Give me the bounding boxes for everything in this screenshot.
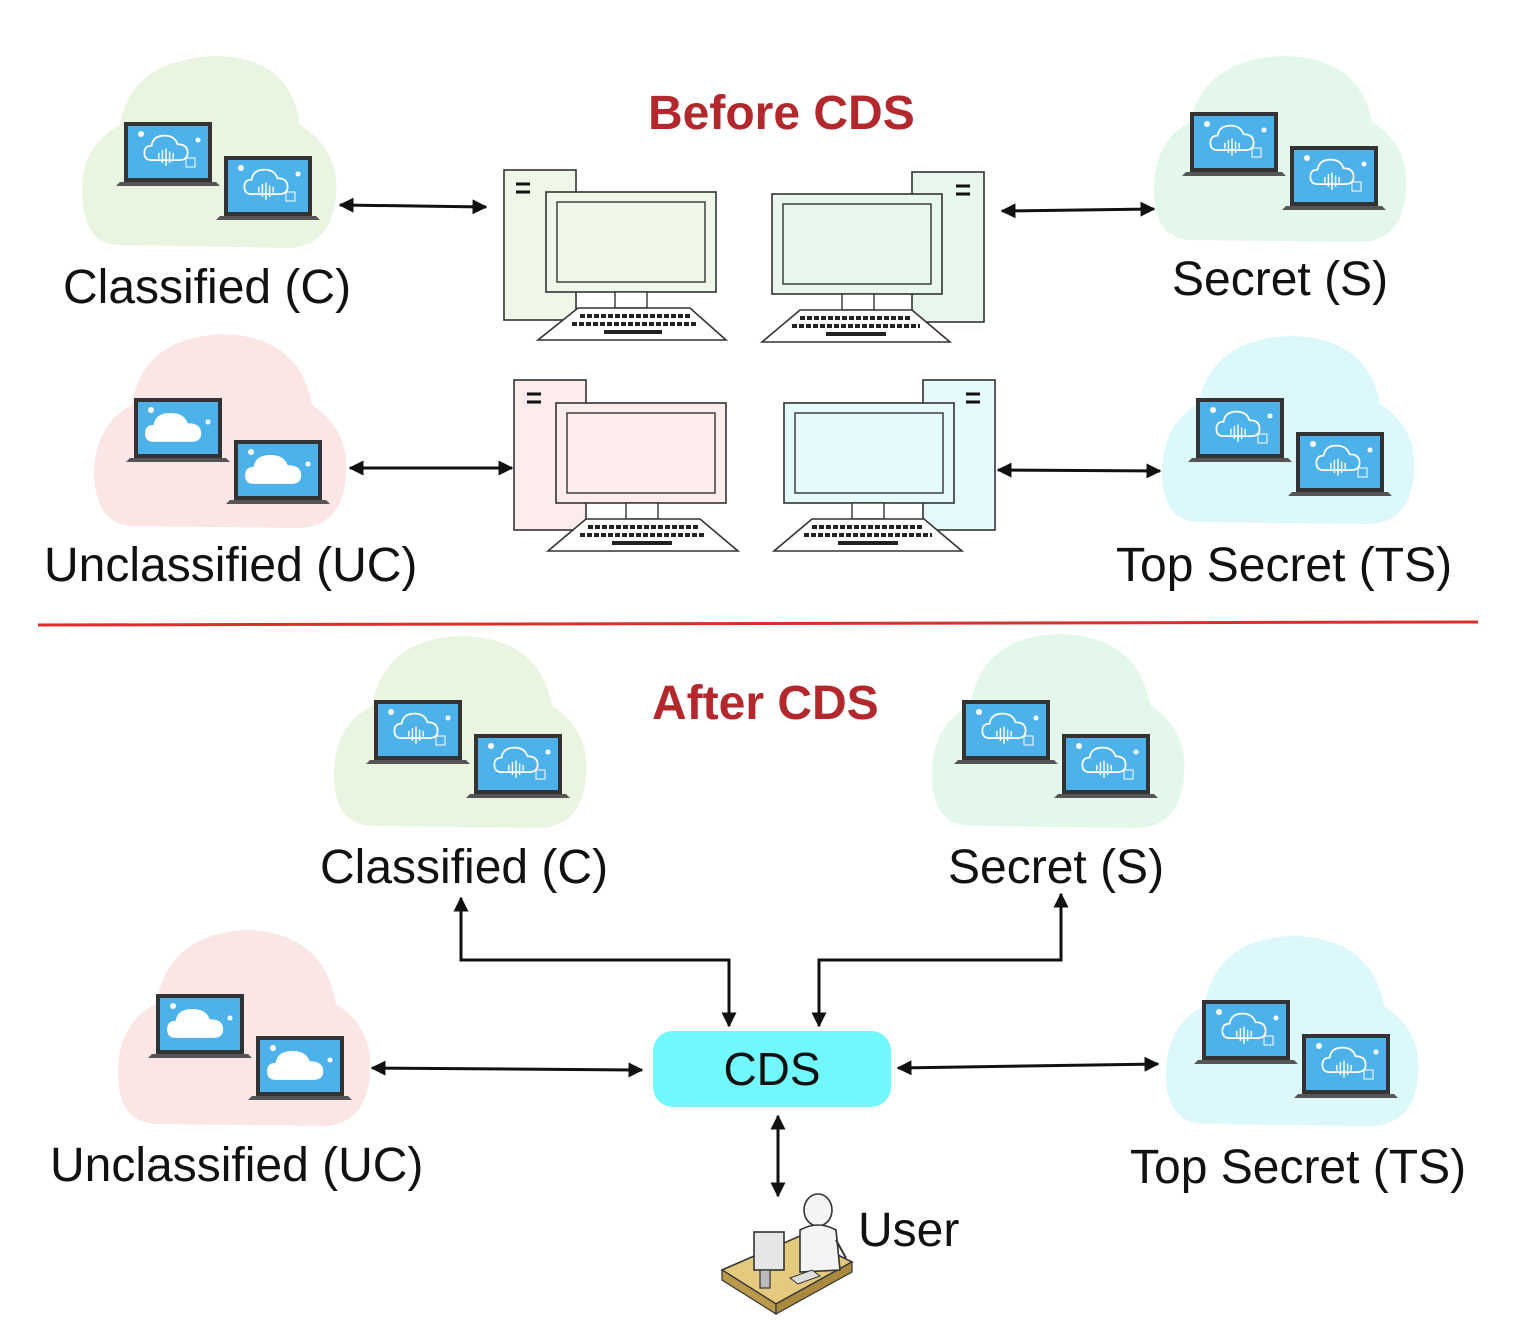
arrow-cds-to-secret bbox=[811, 892, 1069, 1028]
label-topsecret-before: Top Secret (TS) bbox=[1116, 539, 1453, 592]
cds-box: CDS bbox=[653, 1031, 891, 1107]
before-cds-title: Before CDS bbox=[648, 87, 915, 140]
cds-label: CDS bbox=[723, 1043, 821, 1095]
desktop-computer-unclassified-icon bbox=[513, 379, 741, 552]
cloud-secret-after bbox=[931, 634, 1185, 828]
label-secret-after: Secret (S) bbox=[948, 841, 1165, 894]
arrow-classified-to-pc bbox=[338, 197, 488, 215]
cloud-classified-before bbox=[82, 56, 337, 248]
cloud-topsecret-after bbox=[1165, 936, 1419, 1126]
label-classified-after: Classified (C) bbox=[320, 841, 609, 894]
label-secret-before: Secret (S) bbox=[1172, 253, 1389, 306]
label-topsecret-after: Top Secret (TS) bbox=[1130, 1141, 1467, 1194]
cloud-topsecret-before bbox=[1161, 336, 1415, 524]
user-at-desk-icon bbox=[720, 1193, 854, 1316]
user-label: User bbox=[858, 1204, 960, 1257]
cloud-unclassified-after bbox=[117, 930, 371, 1126]
cloud-unclassified-before bbox=[94, 334, 347, 528]
arrow-cds-to-topsecret bbox=[896, 1056, 1160, 1076]
arrow-unclassified-to-cds bbox=[370, 1060, 644, 1078]
label-unclassified-after: Unclassified (UC) bbox=[50, 1139, 424, 1192]
desktop-computer-topsecret-icon bbox=[771, 379, 996, 552]
arrow-pc-to-secret bbox=[1000, 201, 1156, 219]
section-divider bbox=[37, 620, 1479, 627]
after-cds-title: After CDS bbox=[652, 677, 879, 730]
arrow-pc-to-topsecret bbox=[996, 462, 1162, 479]
desktop-computer-classified-icon bbox=[503, 169, 729, 341]
arrow-cds-to-classified bbox=[453, 896, 737, 1028]
label-classified-before: Classified (C) bbox=[63, 261, 352, 314]
cloud-secret-before bbox=[1153, 56, 1407, 242]
cloud-classified-after bbox=[333, 636, 587, 828]
desktop-computer-secret-icon bbox=[759, 171, 985, 343]
label-unclassified-before: Unclassified (UC) bbox=[44, 539, 418, 592]
